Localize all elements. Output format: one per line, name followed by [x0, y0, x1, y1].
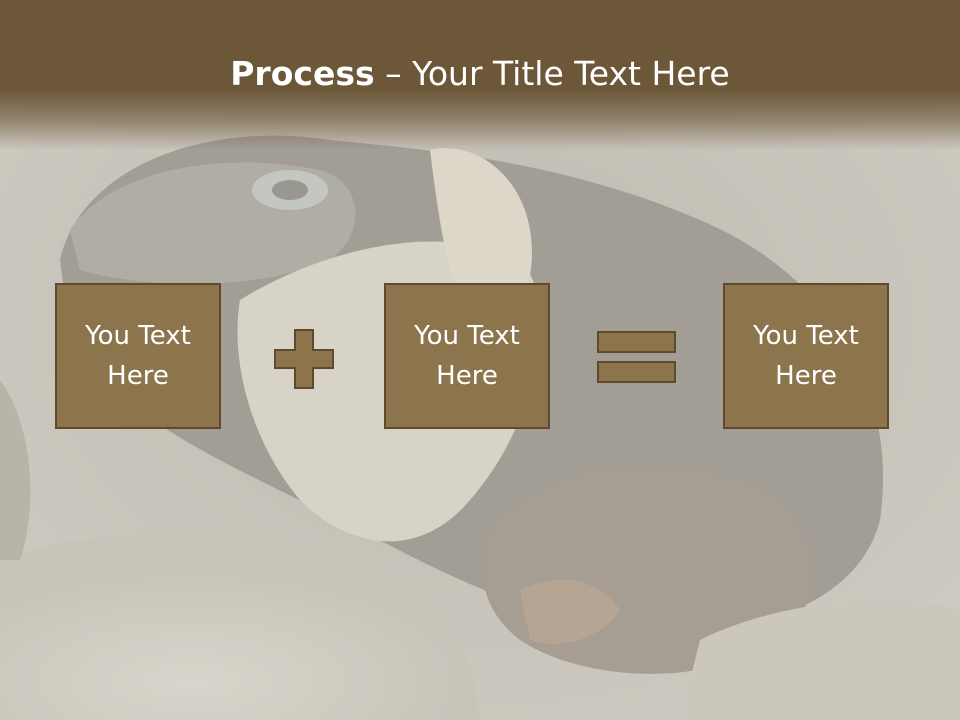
text-box-1-line-2: Here: [107, 361, 169, 391]
text-box-1-line-1: You Text: [85, 321, 191, 351]
plus-icon: [274, 329, 334, 389]
title-rest: – Your Title Text Here: [374, 54, 730, 93]
equals-icon: [597, 331, 676, 383]
title-bar: [0, 0, 960, 150]
text-box-3-line-1: You Text: [753, 321, 859, 351]
text-box-1[interactable]: You Text Here: [55, 283, 221, 429]
text-box-3[interactable]: You Text Here: [723, 283, 889, 429]
text-box-2-line-2: Here: [436, 361, 498, 391]
text-box-2-line-1: You Text: [414, 321, 520, 351]
text-box-3-line-2: Here: [775, 361, 837, 391]
text-box-2[interactable]: You Text Here: [384, 283, 550, 429]
title-strong: Process: [230, 54, 375, 93]
slide-title: Process – Your Title Text Here: [0, 50, 960, 98]
